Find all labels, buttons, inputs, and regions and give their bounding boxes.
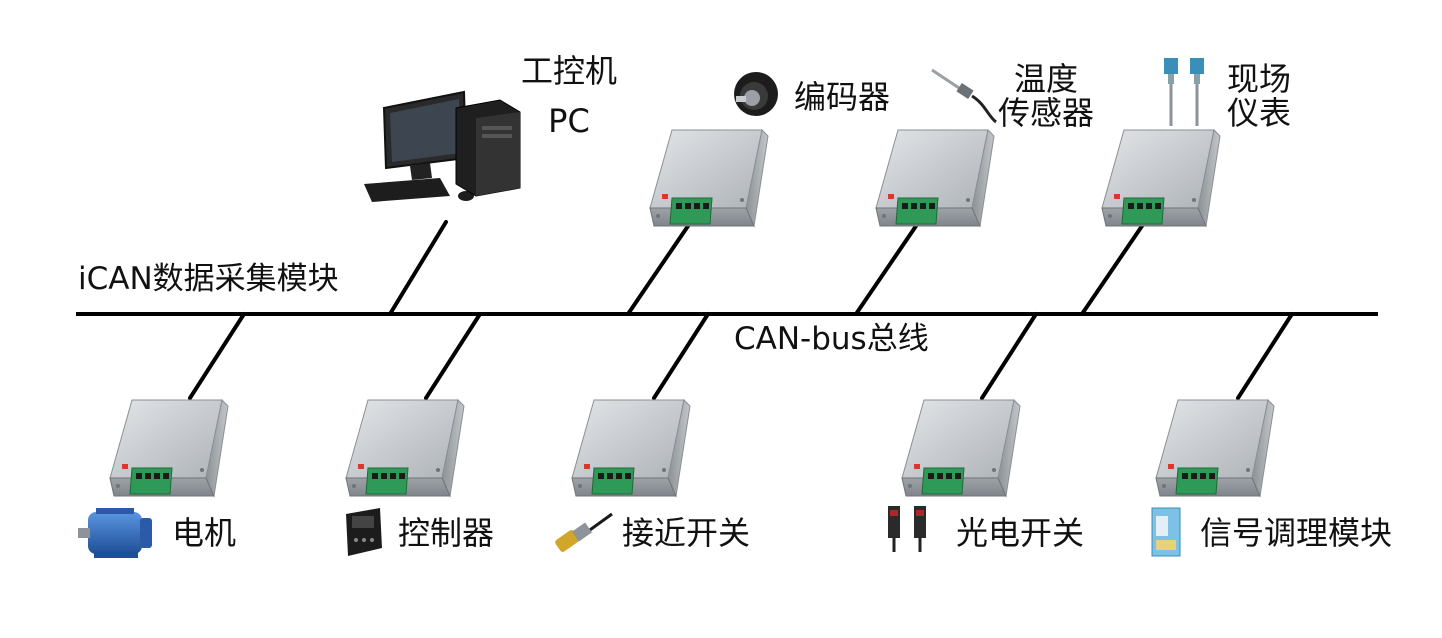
ican-module-temp-sensor [875,129,995,227]
motor-label: 电机 [172,514,237,552]
controller-label: 控制器 [398,514,495,552]
encoder-label: 编码器 [794,78,891,116]
branch-controller [424,312,482,400]
ican-module-motor [109,399,229,497]
temp-sensor-label: 温度 传感器 [994,62,1098,130]
ican-module-signal-conditioner [1155,399,1275,497]
ican-module-encoder [649,129,769,227]
branch-pc [388,220,448,316]
field-meter-label-line2: 仪表 [1226,94,1291,132]
branch-motor [188,312,246,400]
field-meter-label: 现场 仪表 [1224,62,1294,130]
branch-proximity-switch [652,312,710,400]
temperature-sensor-icon [931,68,997,124]
signal-conditioner-icon [1151,507,1181,557]
pc-computer-icon [364,90,521,202]
bus-label: CAN-bus总线 [734,321,929,357]
field-meter-label-line1: 现场 [1226,60,1291,98]
branch-temp-sensor [854,224,918,316]
pc-label-line2: PC [548,102,590,140]
branch-field-meter [1080,224,1144,316]
ican-module-proximity-switch [571,399,691,497]
branch-photo-switch [980,312,1038,400]
ican-module-field-meter [1101,129,1221,227]
encoder-icon [734,72,778,116]
branch-signal-conditioner [1236,312,1294,400]
ican-module-controller [345,399,465,497]
pc-label: 工控机 PC [514,54,624,138]
controller-icon [346,508,382,556]
ican-module-photo-switch [901,399,1021,497]
branch-encoder [626,224,690,316]
branch-lines [188,220,1294,400]
temp-sensor-label-line1: 温度 [1013,60,1078,98]
module-label: iCAN数据采集模块 [78,261,339,297]
motor-icon [78,508,152,558]
proximity-switch-label: 接近开关 [622,514,751,552]
field-meter-icon [1164,58,1204,126]
photoelectric-switch-icon [888,506,926,552]
proximity-switch-icon [555,512,613,552]
photo-switch-label: 光电开关 [956,514,1085,552]
signal-conditioner-label: 信号调理模块 [1200,514,1393,552]
temp-sensor-label-line2: 传感器 [997,94,1094,132]
pc-label-line1: 工控机 [520,52,617,90]
